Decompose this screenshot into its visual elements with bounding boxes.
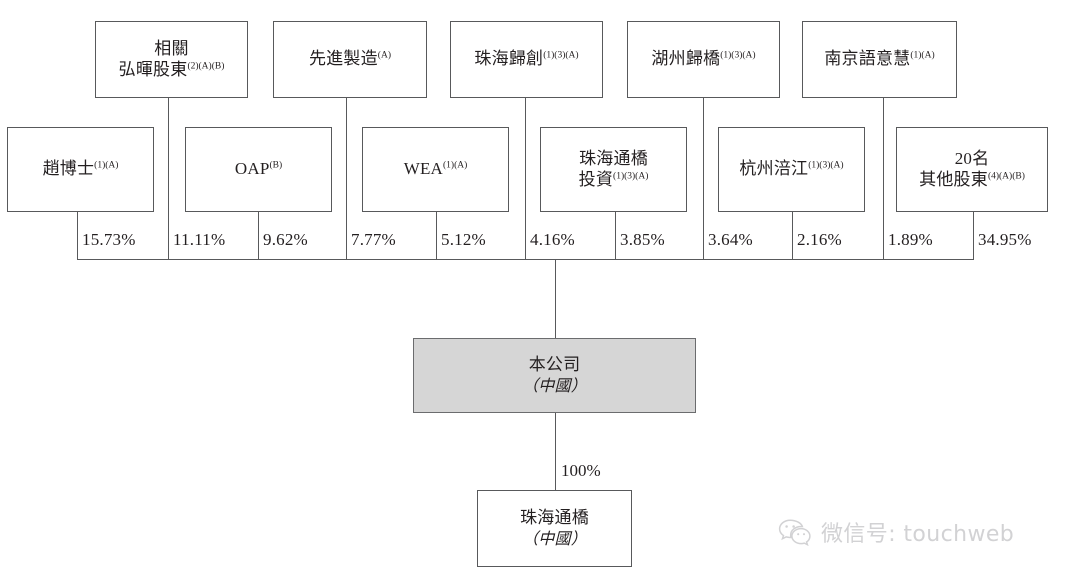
- connector-advanced-manufacturing: [346, 98, 348, 260]
- connector-xianghuan: [168, 98, 170, 260]
- node-line-2: 投資: [578, 169, 614, 189]
- node-footnotes: (1)(3)(A): [808, 160, 844, 171]
- node-footnotes: (1)(A): [443, 160, 468, 171]
- connector-zhuhai-tongqiao-investment: [615, 212, 617, 260]
- percent-label-hangzhou-peijiang: 2.16%: [797, 230, 842, 249]
- node-wea: WEA(1)(A): [362, 127, 509, 212]
- node-footnotes: (B): [269, 160, 283, 171]
- subsidiary-region: （中國）: [522, 530, 587, 548]
- connector-oap: [258, 212, 260, 260]
- node-line-1: 杭州涪江: [739, 159, 809, 179]
- node-huzhou-guiqiao: 湖州歸橋(1)(3)(A): [627, 21, 780, 98]
- percent-label-oap: 9.62%: [263, 230, 308, 249]
- percent-label-wea: 5.12%: [441, 230, 486, 249]
- wechat-icon: [778, 518, 812, 547]
- node-line-2: 其他股東: [919, 169, 988, 189]
- percent-label-zhuhai-tongqiao-investment: 3.85%: [620, 230, 665, 249]
- node-other-shareholders: 20名 其他股東(4)(A)(B): [896, 127, 1048, 212]
- node-advanced-manufacturing: 先進製造(A): [273, 21, 427, 98]
- node-zhuhai-tongqiao-investment: 珠海通橋 投資(1)(3)(A): [540, 127, 687, 212]
- node-line-1: 先進製造: [308, 49, 378, 69]
- node-line-1: OAP: [234, 159, 270, 179]
- node-zhuhai-guichuang: 珠海歸創(1)(3)(A): [450, 21, 603, 98]
- percent-label-huzhou-guiqiao: 3.64%: [708, 230, 753, 249]
- connector-dr-zhao: [77, 212, 79, 260]
- connector-hangzhou-peijiang: [792, 212, 794, 260]
- percent-label-nanjing-yuyihui: 1.89%: [888, 230, 933, 249]
- node-footnotes: (1)(3)(A): [613, 170, 649, 181]
- percent-label-subsidiary: 100%: [561, 461, 601, 480]
- watermark-label: 微信号: touchweb: [821, 522, 1015, 547]
- watermark: 微信号: touchweb: [778, 516, 1014, 548]
- node-line-1: 湖州歸橋: [651, 49, 721, 69]
- percent-label-xianghuan: 11.11%: [173, 230, 226, 249]
- company-region: （中國）: [522, 377, 587, 395]
- node-line-1: 20名: [954, 148, 990, 168]
- node-zhuhai-tongqiao: 珠海通橋 （中國）: [477, 490, 632, 567]
- node-line-1: 珠海通橋: [579, 148, 648, 168]
- percent-label-zhuhai-guichuang: 4.16%: [530, 230, 575, 249]
- node-footnotes: (1)(A): [94, 160, 119, 171]
- node-footnotes: (4)(A)(B): [987, 170, 1025, 181]
- percent-label-other-shareholders: 34.95%: [978, 230, 1032, 249]
- company-name: 本公司: [528, 354, 581, 374]
- node-line-1: WEA: [403, 159, 444, 179]
- node-footnotes: (1)(A): [910, 50, 935, 61]
- connector-other-shareholders: [973, 212, 975, 260]
- connector-company-to-subsidiary: [555, 413, 557, 490]
- node-line-1: 珠海歸創: [474, 49, 544, 69]
- node-line-2: 弘暉股東: [118, 59, 188, 79]
- node-company: 本公司 （中國）: [413, 338, 696, 413]
- node-hangzhou-peijiang: 杭州涪江(1)(3)(A): [718, 127, 865, 212]
- subsidiary-name: 珠海通橋: [520, 507, 589, 527]
- node-footnotes: (A): [377, 50, 391, 61]
- node-footnotes: (1)(3)(A): [543, 50, 579, 61]
- connector-nanjing-yuyihui: [883, 98, 885, 260]
- node-line-1: 趙博士: [42, 159, 95, 179]
- shareholder-bus-line: [77, 259, 974, 261]
- node-nanjing-yuyihui: 南京語意慧(1)(A): [802, 21, 957, 98]
- node-footnotes: (1)(3)(A): [720, 50, 756, 61]
- connector-zhuhai-guichuang: [525, 98, 527, 260]
- node-line-1: 相關: [154, 38, 189, 58]
- node-oap: OAP(B): [185, 127, 332, 212]
- connector-huzhou-guiqiao: [703, 98, 705, 260]
- percent-label-dr-zhao: 15.73%: [82, 230, 136, 249]
- connector-wea: [436, 212, 438, 260]
- node-footnotes: (2)(A)(B): [187, 60, 225, 71]
- node-line-1: 南京語意慧: [824, 49, 911, 69]
- connector-bus-to-company: [555, 259, 557, 338]
- node-xianghuan-holders: 相關 弘暉股東(2)(A)(B): [95, 21, 248, 98]
- node-dr-zhao: 趙博士(1)(A): [7, 127, 154, 212]
- percent-label-advanced-manufacturing: 7.77%: [351, 230, 396, 249]
